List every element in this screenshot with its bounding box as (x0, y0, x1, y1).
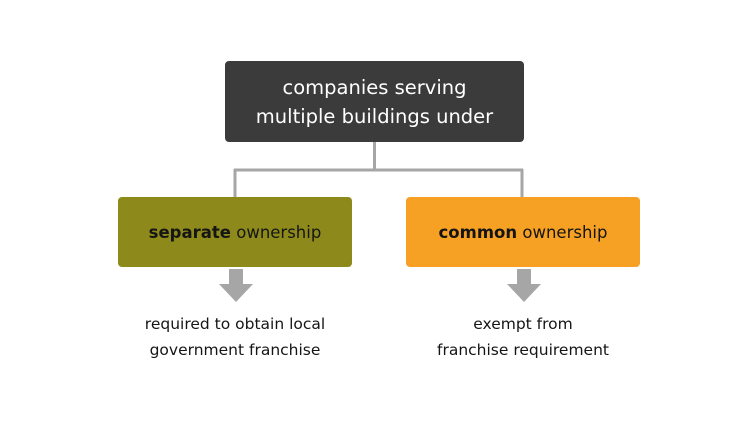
common-outcome-line-2: franchise requirement (437, 341, 609, 359)
common-ownership-bold: common (438, 222, 518, 242)
common-outcome-line-1: exempt from (473, 315, 573, 333)
common-ownership-outcome: exempt from franchise requirement (383, 311, 663, 363)
common-ownership-node: common ownership (406, 197, 640, 267)
left-down-arrow-icon (219, 269, 253, 302)
root-node: companies serving multiple buildings und… (225, 61, 524, 142)
separate-outcome-line-2: government franchise (149, 341, 321, 359)
separate-outcome-line-1: required to obtain local (144, 315, 326, 333)
separate-ownership-rest: ownership (230, 222, 322, 242)
separate-ownership-node: separate ownership (118, 197, 352, 267)
root-node-line-1: companies serving (282, 75, 467, 99)
separate-ownership-bold: separate (148, 222, 231, 242)
separate-ownership-outcome: required to obtain local government fran… (95, 311, 375, 363)
right-down-arrow-icon (507, 269, 541, 302)
root-node-line-2: multiple buildings under (255, 104, 494, 128)
common-ownership-rest: ownership (517, 222, 608, 242)
